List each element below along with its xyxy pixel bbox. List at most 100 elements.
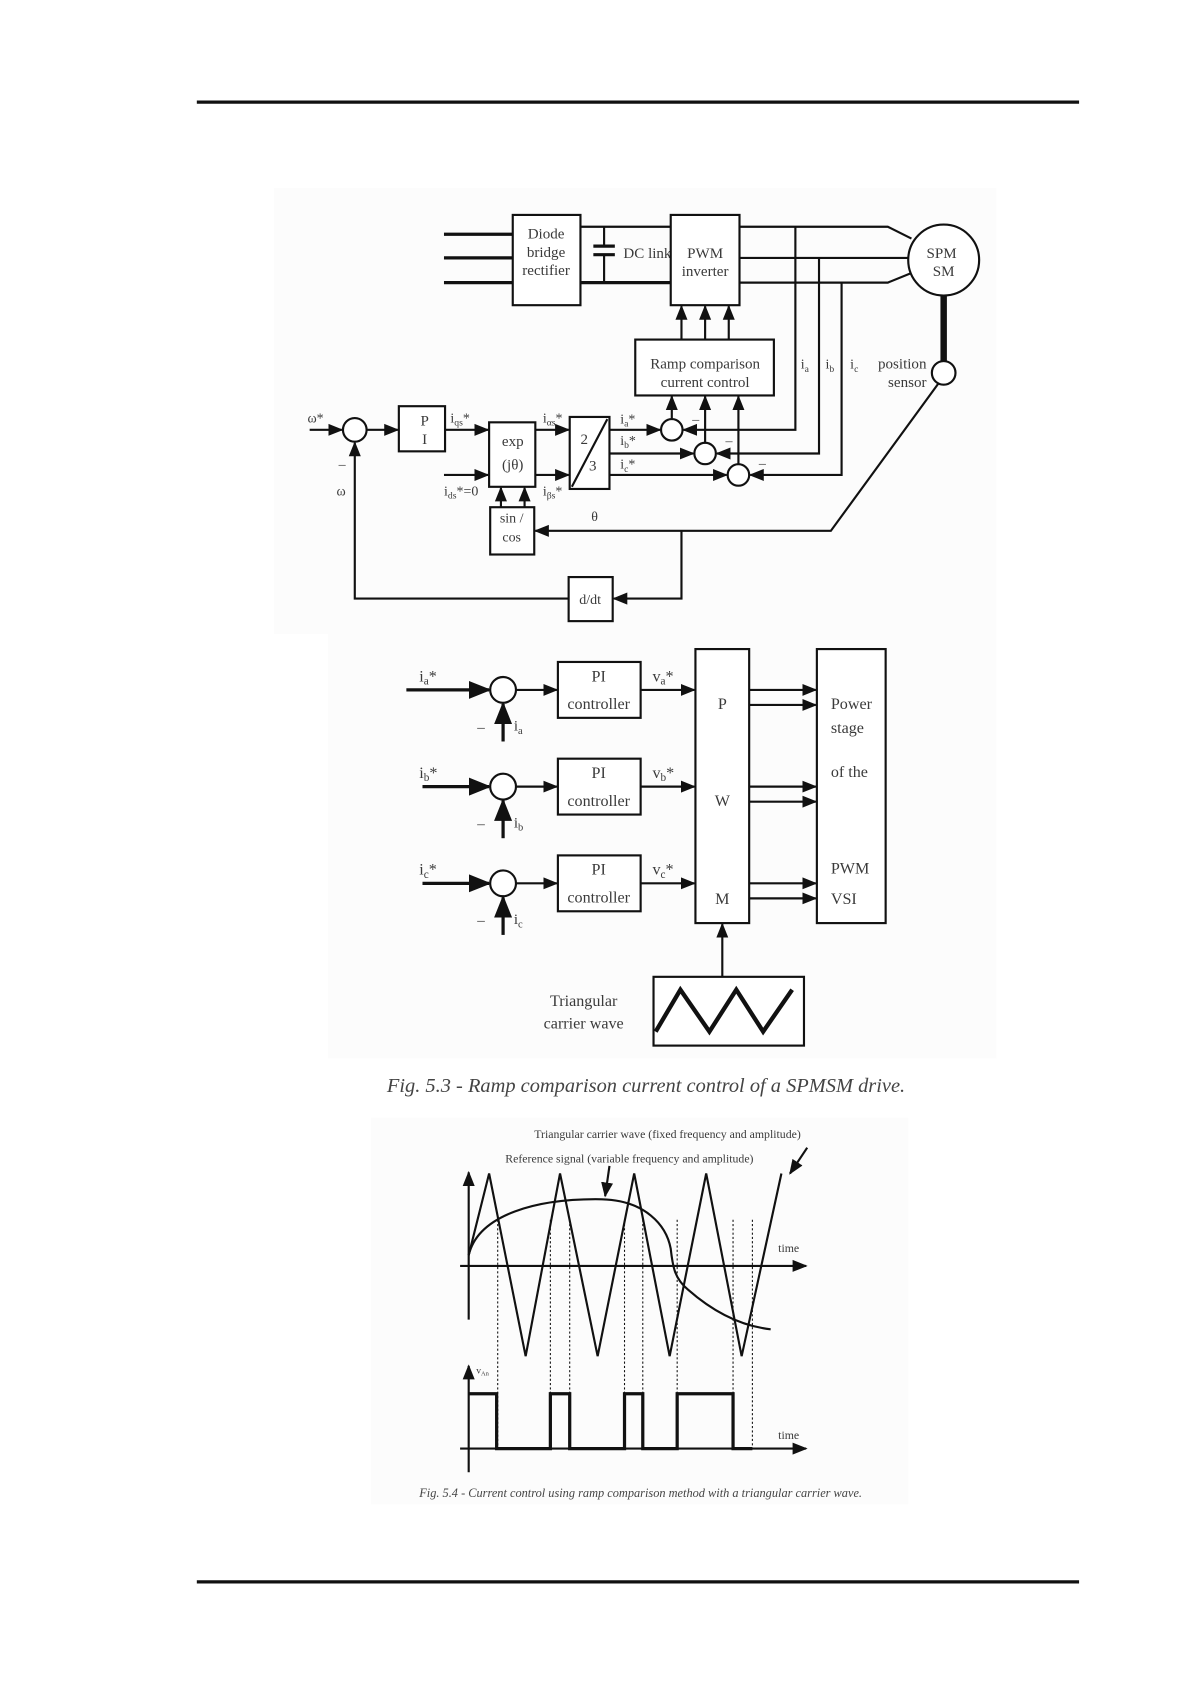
svg-text:I: I <box>422 432 427 448</box>
svg-text:time: time <box>778 1241 799 1255</box>
ib-label: ib <box>825 358 834 375</box>
summer-b <box>693 441 717 466</box>
svg-text:va*: va* <box>652 668 673 687</box>
svg-text:stage: stage <box>831 720 864 737</box>
reference-signal <box>467 1198 771 1331</box>
pi-controller <box>556 660 642 719</box>
carrier-label: Triangular carrier wave (fixed frequency… <box>534 1127 801 1141</box>
svg-text:–: – <box>758 456 767 471</box>
svg-text:vb*: vb* <box>652 765 674 784</box>
svg-text:–: – <box>476 817 485 833</box>
svg-text:sin /: sin / <box>500 511 524 526</box>
svg-text:time: time <box>778 1428 799 1442</box>
control-row: PI controller – ic* ic vc* <box>419 854 818 935</box>
svg-text:DC link: DC link <box>623 246 672 262</box>
exp-block: exp (jθ) <box>488 421 537 488</box>
svg-text:exp: exp <box>502 434 524 450</box>
triangular-carrier-block: Triangular carrier wave <box>544 922 806 1047</box>
pi-pwm-diagram: PI controller – ia* ia va* PI controller – ib* ib v… <box>327 634 997 1097</box>
svg-text:bridge: bridge <box>527 245 566 261</box>
svg-text:SM: SM <box>933 264 955 280</box>
svg-text:ic*: ic* <box>419 862 437 881</box>
svg-text:PI: PI <box>592 668 606 685</box>
svg-text:VSI: VSI <box>831 891 857 908</box>
svg-text:3: 3 <box>589 459 597 475</box>
svg-text:ic: ic <box>514 912 523 930</box>
spm-motor: SPM SM <box>907 223 981 297</box>
svg-text:ω: ω <box>337 484 346 499</box>
dc-link-capacitor: DC link <box>593 226 672 283</box>
svg-text:–: – <box>338 458 347 473</box>
svg-text:(jθ): (jθ) <box>502 458 523 474</box>
svg-text:vAn: vAn <box>476 1365 489 1377</box>
svg-text:ia*: ia* <box>419 668 437 687</box>
svg-text:–: – <box>725 434 734 449</box>
svg-text:θ: θ <box>591 510 598 525</box>
svg-text:Power: Power <box>831 696 873 713</box>
summer <box>489 772 518 801</box>
svg-text:controller: controller <box>567 793 630 810</box>
ia-label: ia <box>801 358 810 375</box>
svg-text:W: W <box>715 793 731 810</box>
svg-text:ic*: ic* <box>620 458 635 475</box>
svg-text:–: – <box>476 913 485 929</box>
svg-text:rectifier: rectifier <box>522 263 570 279</box>
summer <box>489 675 518 704</box>
svg-text:cos: cos <box>502 531 521 546</box>
svg-text:iβs*: iβs* <box>543 484 563 501</box>
svg-text:ia: ia <box>514 719 523 737</box>
svg-text:M: M <box>715 891 729 908</box>
carrier-wave <box>467 1173 783 1357</box>
ramp-comparison-waveforms: Triangular carrier wave (fixed frequency… <box>370 1117 909 1505</box>
svg-text:–: – <box>691 412 700 427</box>
svg-text:ω*: ω* <box>308 411 324 426</box>
svg-text:ia*: ia* <box>620 412 635 429</box>
svg-text:SPM: SPM <box>926 246 956 262</box>
svg-text:ib*: ib* <box>620 434 636 451</box>
two-three-transform: 2 3 <box>568 415 611 491</box>
pi-block: P I <box>397 405 447 453</box>
svg-text:carrier wave: carrier wave <box>544 1015 624 1032</box>
ic-label: ic <box>850 358 858 375</box>
van-pulse-train <box>468 1392 753 1451</box>
pwm-inverter: PWM inverter <box>669 213 741 307</box>
summer-a <box>659 418 684 442</box>
sincos-block: sin / cos <box>489 506 536 556</box>
fig53-caption: Fig. 5.3 - Ramp comparison current contr… <box>386 1075 905 1097</box>
svg-text:PWM: PWM <box>687 246 723 262</box>
svg-text:current control: current control <box>661 375 750 391</box>
summer-c <box>726 463 751 487</box>
svg-text:ib: ib <box>514 815 523 833</box>
power-stage-block: Power stage of the PWM VSI <box>815 647 887 925</box>
svg-text:P: P <box>718 696 727 713</box>
svg-text:sensor: sensor <box>888 375 926 391</box>
svg-text:vc*: vc* <box>652 862 673 881</box>
speed-summer <box>341 416 368 443</box>
fig54-caption: Fig. 5.4 - Current control using ramp co… <box>418 1486 862 1500</box>
svg-text:Ramp comparison: Ramp comparison <box>650 357 760 373</box>
svg-text:iqs*: iqs* <box>450 411 469 428</box>
svg-text:PI: PI <box>592 862 606 879</box>
drive-block-diagram: Diode bridge rectifier DC link PWM inver… <box>274 188 997 635</box>
svg-text:2: 2 <box>580 432 588 448</box>
svg-text:of the: of the <box>831 764 868 781</box>
diode-bridge-rectifier: Diode bridge rectifier <box>511 213 582 307</box>
ramp-comparison-block: Ramp comparison current control <box>634 338 775 397</box>
svg-text:–: – <box>476 720 485 736</box>
svg-text:ib*: ib* <box>419 765 437 784</box>
svg-text:d/dt: d/dt <box>579 593 601 608</box>
pwm-block: P W M <box>694 647 751 925</box>
position-sensor: position sensor <box>878 357 957 391</box>
svg-text:iαs*: iαs* <box>543 411 563 428</box>
svg-text:inverter: inverter <box>682 264 729 280</box>
svg-text:controller: controller <box>567 890 630 907</box>
svg-text:ids*=0: ids*=0 <box>444 484 478 501</box>
summer <box>489 869 518 898</box>
svg-text:PWM: PWM <box>831 861 870 878</box>
svg-text:P: P <box>420 414 428 430</box>
svg-text:position: position <box>878 357 927 373</box>
svg-text:Triangular: Triangular <box>550 993 618 1010</box>
